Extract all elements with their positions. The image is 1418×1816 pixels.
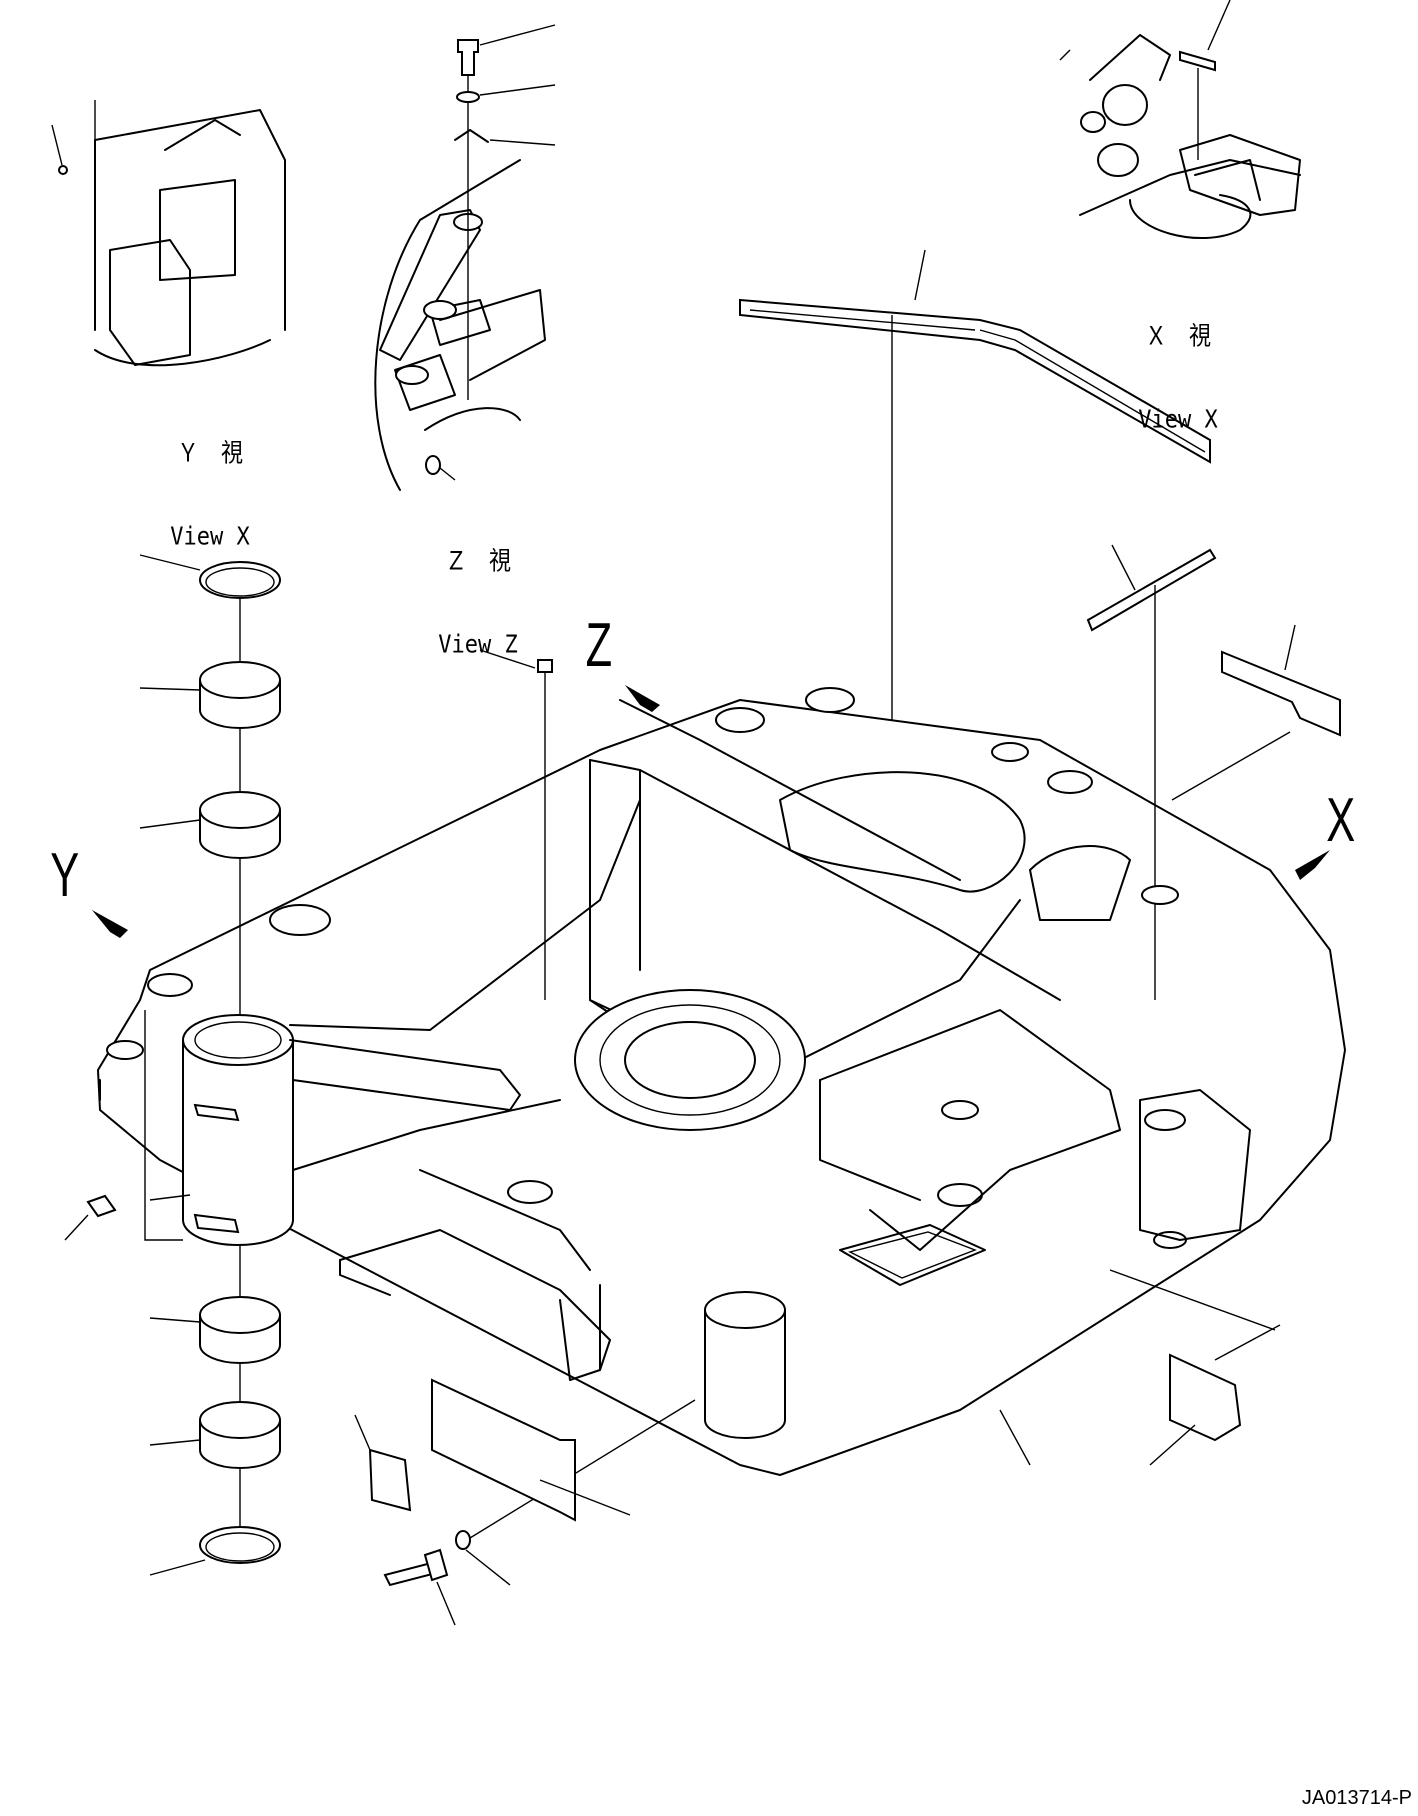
bushing-2: [199, 791, 281, 859]
inset-view-x: [1059, 0, 1301, 239]
view-y-label: Ｙ 視 View X: [160, 386, 260, 607]
drawing-code: JA013714-P: [1301, 1787, 1412, 1809]
main-frame: [97, 649, 1346, 1476]
marker-x: X: [1326, 786, 1356, 855]
view-x-en: View X: [1138, 405, 1218, 435]
bushing-4: [199, 1401, 281, 1469]
rail-strip: [739, 249, 1211, 720]
bracket-bar: [1171, 624, 1341, 801]
straight-bar: [1086, 544, 1217, 1000]
inset-view-z: [374, 24, 556, 491]
marker-z: Z: [585, 611, 613, 680]
view-z-jp: Ｚ 視: [444, 547, 511, 577]
view-y-en: View X: [170, 522, 250, 552]
loose-parts: [64, 659, 1330, 1626]
view-x-jp: Ｘ 視: [1144, 322, 1211, 352]
inset-view-y: [51, 100, 286, 367]
view-y-jp: Ｙ 視: [176, 439, 243, 469]
view-z-label: Ｚ 視 View Z: [428, 494, 528, 715]
pin-stack: [139, 554, 281, 1576]
bushing-1: [199, 661, 281, 729]
marker-y: Y: [50, 841, 80, 910]
bushing-3: [199, 1296, 281, 1364]
view-z-en: View Z: [438, 630, 518, 660]
view-x-label: Ｘ 視 View X: [1128, 269, 1228, 490]
